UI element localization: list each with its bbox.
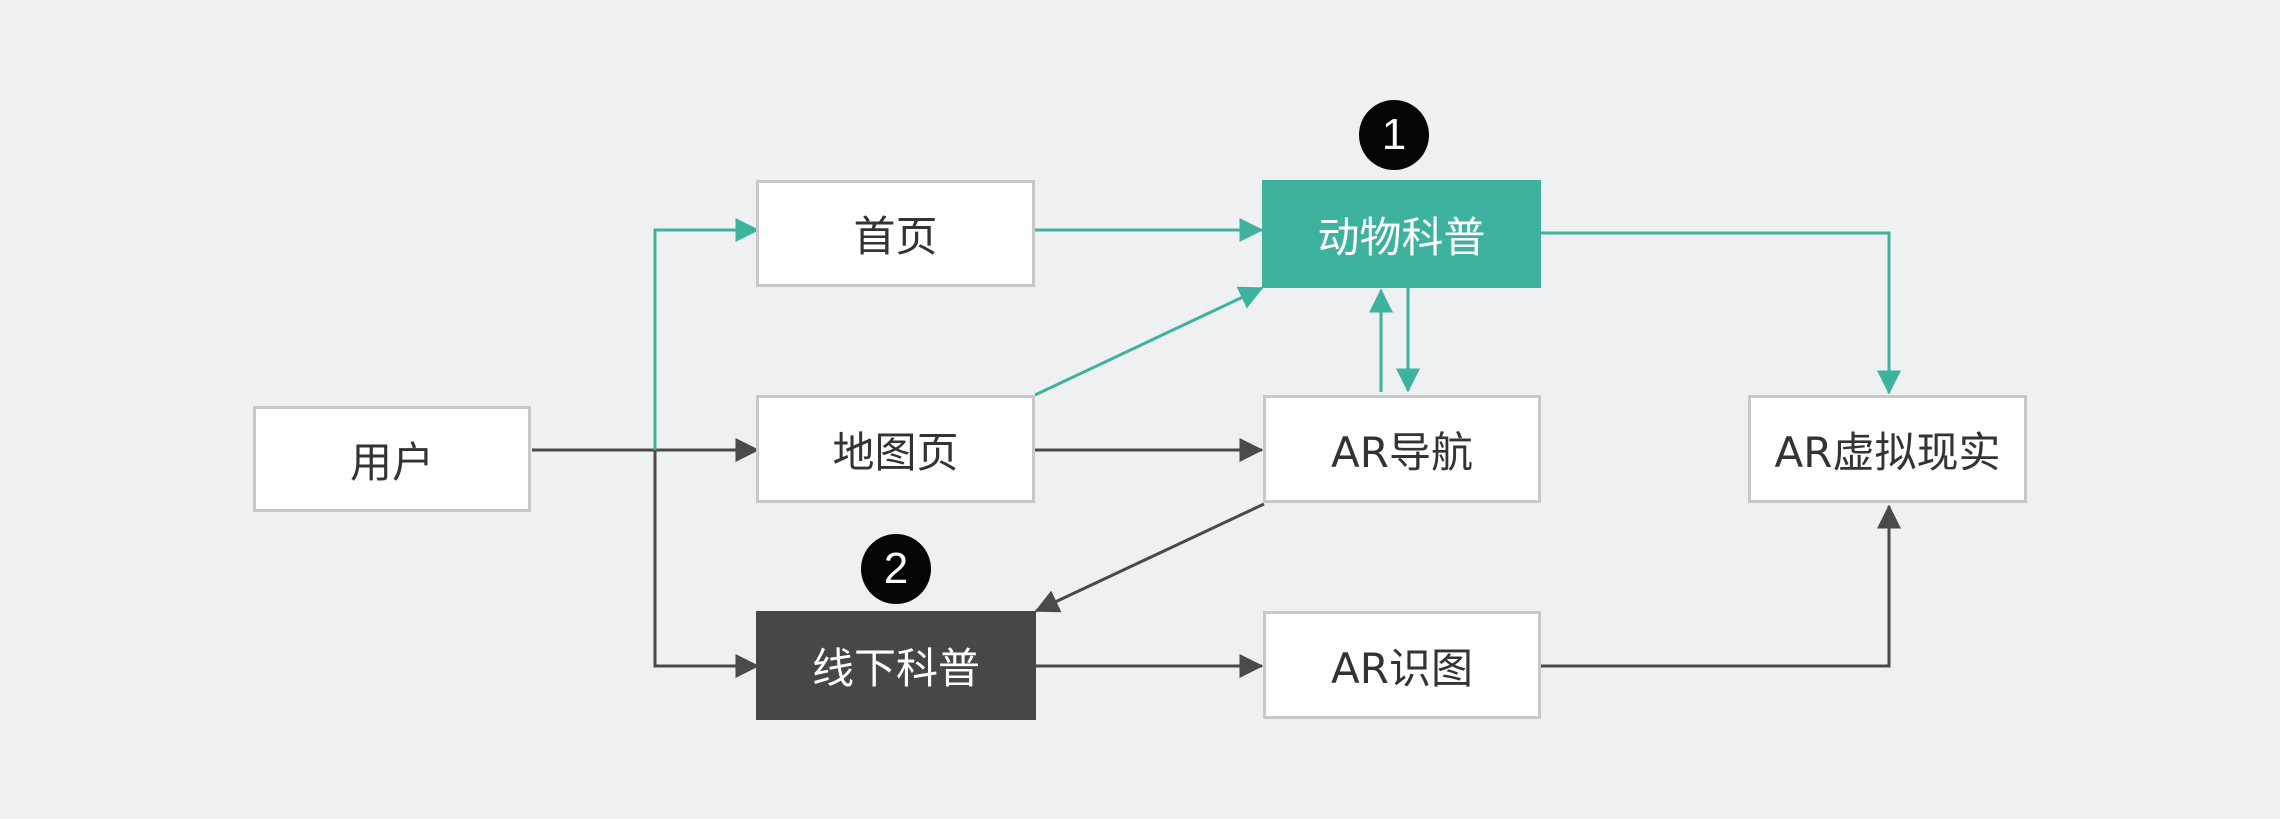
node-user: 用户 bbox=[253, 406, 531, 512]
edge-ar-recognition-to-ar-virtual-reality bbox=[1540, 504, 1901, 668]
node-animal-science: 动物科普 bbox=[1262, 180, 1541, 288]
edge-animal-science-to-ar-virtual-reality bbox=[1541, 231, 1901, 395]
step-badge-2: 2 bbox=[861, 534, 931, 604]
node-home: 首页 bbox=[756, 180, 1035, 287]
edge-ar-navigation-to-offline-science bbox=[1034, 502, 1265, 613]
edge-user-to-home bbox=[653, 218, 760, 450]
node-ar-recognition: AR识图 bbox=[1263, 611, 1541, 719]
node-offline-science: 线下科普 bbox=[756, 611, 1036, 720]
node-ar-navigation: AR导航 bbox=[1263, 395, 1541, 503]
edge-map-page-to-animal-science bbox=[1034, 286, 1264, 397]
edge-user-to-offline-science bbox=[653, 450, 760, 678]
node-ar-virtual-reality: AR虚拟现实 bbox=[1748, 395, 2027, 503]
step-badge-1: 1 bbox=[1359, 100, 1429, 170]
node-map-page: 地图页 bbox=[756, 395, 1035, 503]
